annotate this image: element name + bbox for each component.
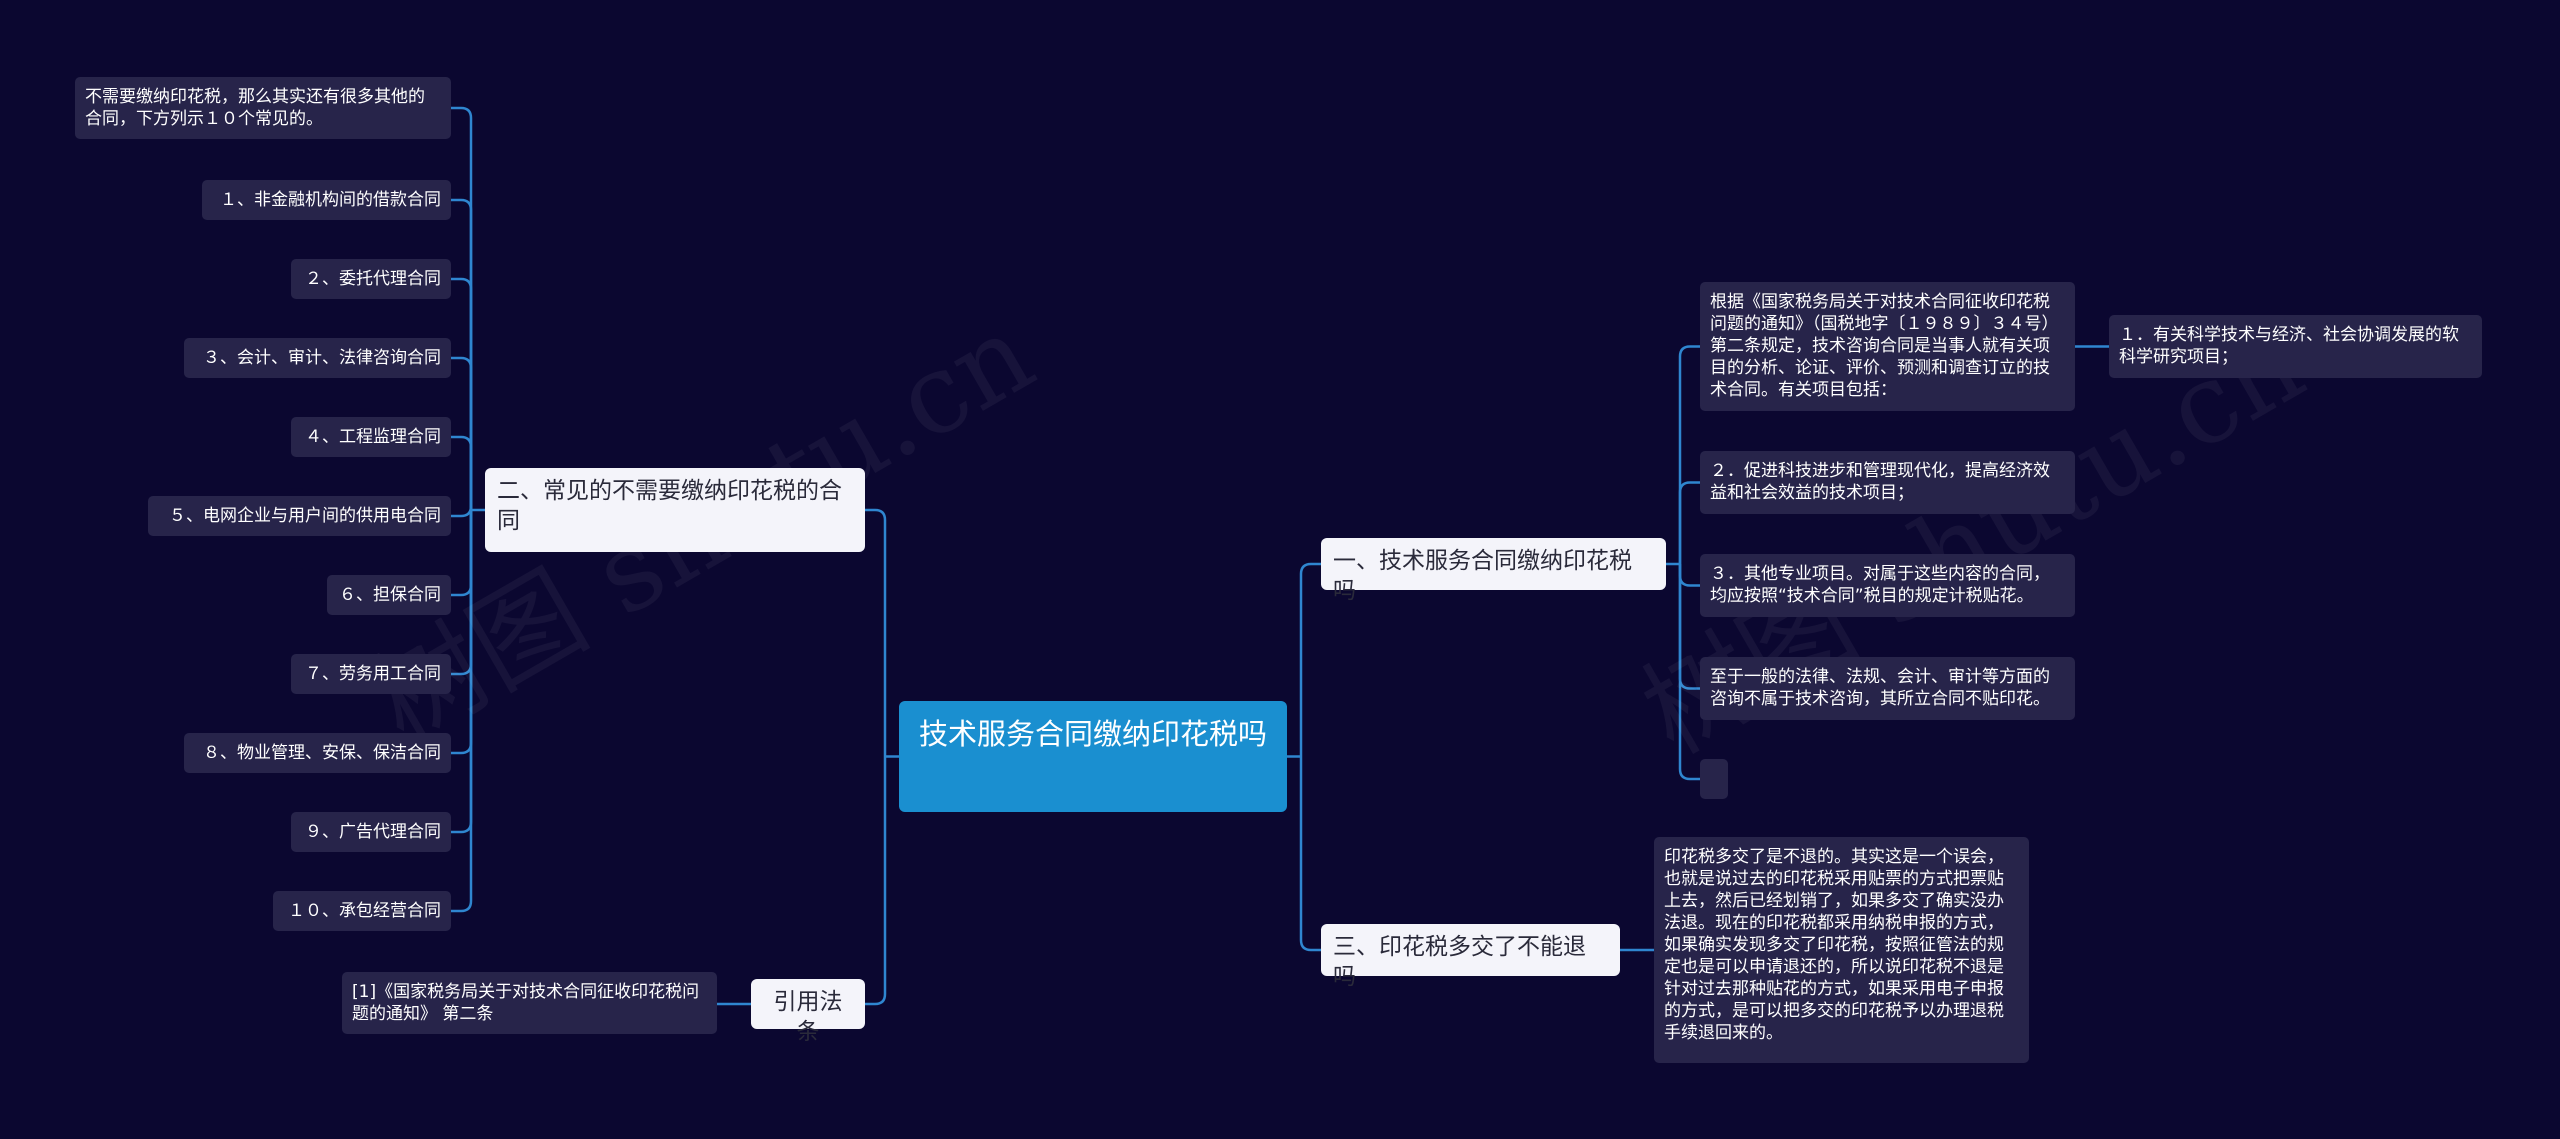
connector-line: [1678, 564, 1700, 587]
list-item[interactable]: ７、劳务用工合同: [291, 654, 451, 694]
list-item[interactable]: ３．其他专业项目。对属于这些内容的合同，均应按照“技术合同”税目的规定计税贴花。: [1700, 554, 2075, 617]
branch-tech-service-contract[interactable]: 一、技术服务合同缴纳印花税吗: [1321, 538, 1666, 604]
list-item[interactable]: １０、承包经营合同: [273, 891, 451, 931]
connector-line: [451, 510, 473, 597]
list-item[interactable]: ４、工程监理合同: [291, 417, 451, 457]
branch-overpaid-refund[interactable]: 三、印花税多交了不能退吗: [1321, 924, 1620, 990]
citation-item[interactable]: [1]《国家税务局关于对技术合同征收印花税问题的通知》 第二条: [342, 972, 717, 1034]
connector-line: [865, 756, 887, 1006]
list-item[interactable]: ２．促进科技进步和管理现代化，提高经济效益和社会效益的技术项目；: [1700, 451, 2075, 514]
connector-line: [1678, 345, 1700, 564]
list-item[interactable]: 印花税多交了是不退的。其实这是一个误会，也就是说过去的印花税采用贴票的方式把票贴…: [1654, 837, 2029, 1063]
connector-line: [451, 106, 473, 510]
connector-line: [451, 198, 473, 510]
list-item[interactable]: 至于一般的法律、法规、会计、审计等方面的咨询不属于技术咨询，其所立合同不贴印花。: [1700, 657, 2075, 720]
branch-cited-law[interactable]: 引用法条: [751, 979, 865, 1045]
branch-common-exempt-contracts[interactable]: 二、常见的不需要缴纳印花税的合同: [485, 468, 865, 552]
list-item[interactable]: 不需要缴纳印花税，那么其实还有很多其他的合同，下方列示１０个常见的。: [75, 77, 451, 139]
root-topic[interactable]: 技术服务合同缴纳印花税吗: [899, 701, 1287, 812]
connector-line: [451, 277, 473, 510]
connector-line: [1678, 564, 1700, 781]
connector-line: [451, 505, 473, 518]
list-item[interactable]: 根据《国家税务局关于对技术合同征收印花税问题的通知》（国税地字〔１９８９〕３４号…: [1700, 282, 2075, 411]
connector-line: [451, 510, 473, 913]
connector-line: [451, 356, 473, 510]
list-item[interactable]: ５、电网企业与用户间的供用电合同: [148, 496, 451, 536]
connector-line: [1678, 481, 1700, 564]
list-item[interactable]: ２、委托代理合同: [291, 259, 451, 299]
connector-line: [1299, 756, 1321, 952]
empty-item[interactable]: [1700, 759, 1728, 799]
connector-line: [451, 510, 473, 755]
list-item[interactable]: ３、会计、审计、法律咨询合同: [184, 338, 451, 378]
list-item[interactable]: ６、担保合同: [327, 575, 451, 615]
list-item[interactable]: １、非金融机构间的借款合同: [202, 180, 451, 220]
connector-line: [1299, 562, 1321, 757]
list-item[interactable]: ８、物业管理、安保、保洁合同: [184, 733, 451, 773]
connector-line: [451, 435, 473, 510]
list-item[interactable]: １．有关科学技术与经济、社会协调发展的软科学研究项目；: [2109, 315, 2482, 378]
list-item[interactable]: ９、广告代理合同: [291, 812, 451, 852]
connector-line: [865, 508, 887, 757]
